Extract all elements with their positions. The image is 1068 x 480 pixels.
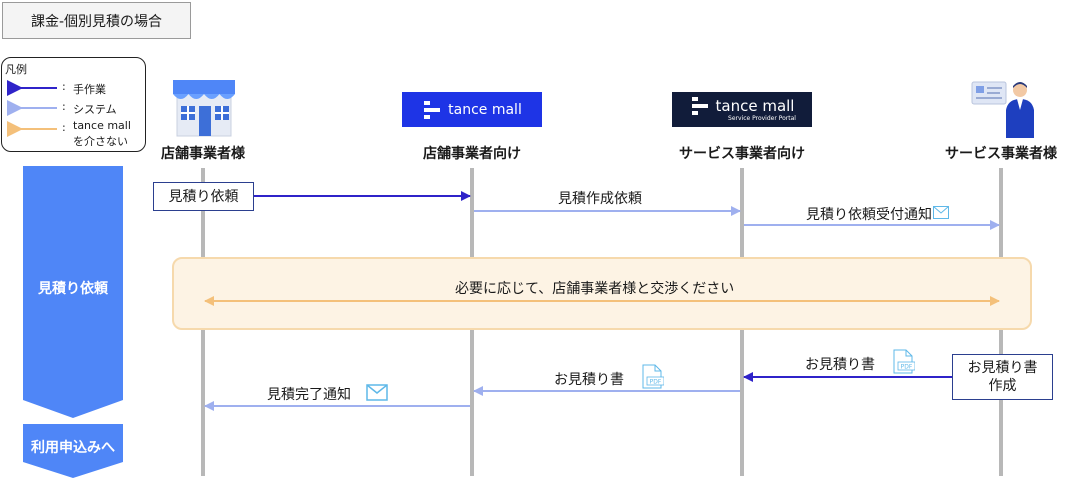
create-estimate-line1: お見積り書 xyxy=(967,360,1038,376)
legend-colon-1: : xyxy=(62,80,66,93)
column-shop-user: 店舗事業者様 xyxy=(161,146,245,162)
create-estimate-box: お見積り書 作成 xyxy=(952,354,1053,400)
column-shop-portal: 店舗事業者向け xyxy=(423,146,521,162)
phase-estimate-label: 見積り依頼 xyxy=(38,281,108,297)
mail-icon xyxy=(933,206,949,219)
legend-colon-3: : xyxy=(62,121,66,134)
pdf-icon-text: PDF xyxy=(650,379,662,386)
provider-portal-logo: tance mall Service Provider Portal xyxy=(672,92,812,127)
tance-mall-logo: tance mall xyxy=(402,92,542,127)
pdf-icon: PDF xyxy=(893,349,915,374)
legend-offline-label-2: を介さない xyxy=(73,135,128,148)
label-estimate-complete-notice: 見積完了通知 xyxy=(267,387,351,403)
provider-portal-logo-text: tance mall xyxy=(715,96,795,115)
legend-colon-2: : xyxy=(62,100,66,113)
person-at-screen-icon xyxy=(971,81,1034,138)
label-create-request: 見積作成依頼 xyxy=(558,191,642,207)
create-estimate-line2: 作成 xyxy=(988,378,1017,394)
negotiation-band xyxy=(172,257,1032,330)
legend: 凡例 : 手作業 : システム : tance mall を介さない xyxy=(1,57,146,152)
legend-arrows xyxy=(6,80,57,137)
column-provider-user: サービス事業者様 xyxy=(945,146,1057,162)
request-estimate-box: 見積り依頼 xyxy=(153,182,254,211)
legend-heading: 凡例 xyxy=(5,63,27,76)
phase-apply-chevron xyxy=(23,424,123,478)
label-estimate-doc-portal: お見積り書 xyxy=(554,372,624,388)
phase-chevrons xyxy=(23,166,123,478)
phase-apply-label: 利用申込みへ xyxy=(31,440,115,456)
label-negotiate: 必要に応じて、店舗事業者様と交渉ください xyxy=(455,281,735,297)
legend-manual-label: 手作業 xyxy=(73,83,106,96)
label-estimate-doc-provider: お見積り書 xyxy=(805,357,875,373)
label-request-received-notice: 見積り依頼受付通知 xyxy=(806,207,932,223)
pdf-icon-text: PDF xyxy=(901,364,913,371)
pdf-icon: PDF xyxy=(642,364,664,389)
provider-portal-logo-subtext: Service Provider Portal xyxy=(728,114,796,122)
tance-mall-logo-text: tance mall xyxy=(448,101,522,118)
store-icon xyxy=(173,80,235,137)
mail-icon xyxy=(366,384,388,401)
legend-system-label: システム xyxy=(73,103,117,116)
legend-offline-label-1: tance mall xyxy=(73,119,131,132)
provider-portal-mark-icon xyxy=(691,96,708,115)
column-provider-portal: サービス事業者向け xyxy=(679,146,805,162)
diagram-title: 課金-個別見積の場合 xyxy=(2,2,191,39)
tance-mall-mark-icon xyxy=(424,100,441,119)
phase-estimate-chevron xyxy=(23,166,123,418)
